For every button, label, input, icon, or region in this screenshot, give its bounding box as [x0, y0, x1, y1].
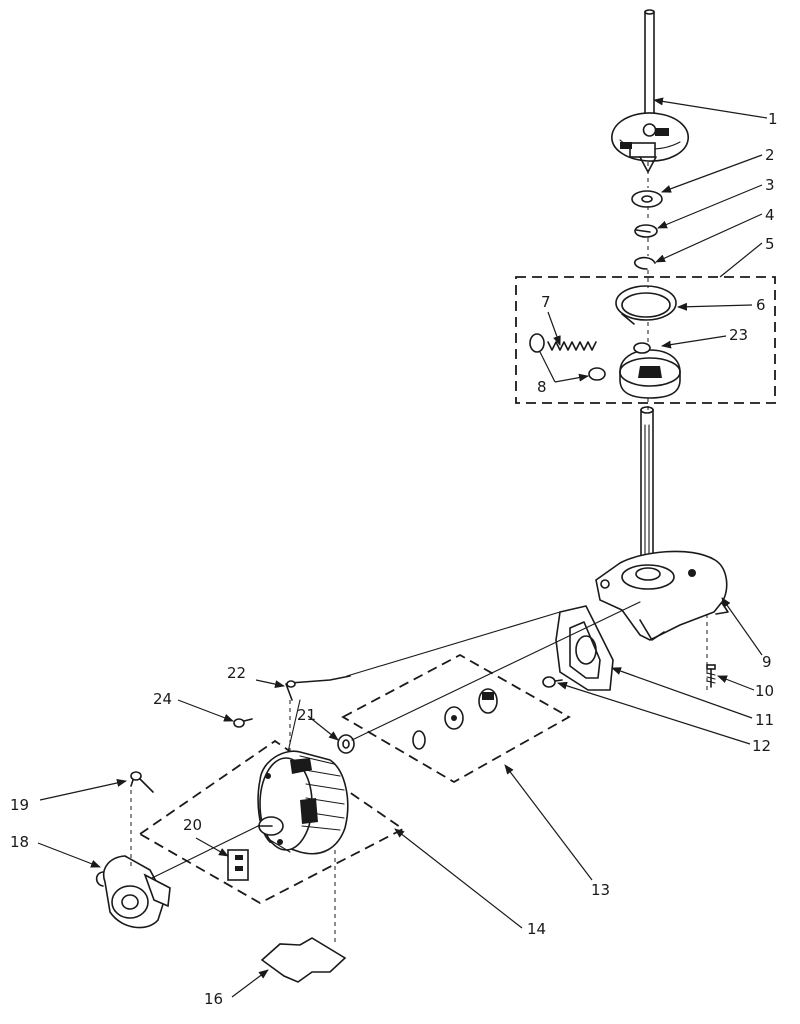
part-nut-cap	[529, 333, 606, 381]
part-bushing	[337, 734, 355, 754]
part-gasket	[555, 605, 614, 691]
part-screw-24	[233, 718, 253, 728]
callout-24: 24	[153, 690, 172, 708]
part-coupling-set	[412, 688, 498, 750]
callout-13: 13	[591, 881, 610, 899]
callout-16: 16	[204, 990, 223, 1008]
leader-lines	[37, 97, 768, 998]
part-motor	[257, 750, 349, 855]
callout-12: 12	[752, 737, 771, 755]
part-lower-shaft	[640, 406, 654, 571]
callout-10: 10	[755, 682, 774, 700]
part-retaining-ring	[634, 224, 658, 238]
assembly-box-13	[341, 653, 571, 784]
callout-8: 8	[537, 378, 547, 396]
callout-3: 3	[765, 176, 775, 194]
callout-22: 22	[227, 664, 246, 682]
part-spring	[547, 341, 597, 351]
callout-18: 18	[10, 833, 29, 851]
part-link-19	[130, 771, 154, 793]
alignment-lines	[130, 162, 708, 945]
callout-9: 9	[762, 653, 772, 671]
part-shaft-hub	[611, 9, 689, 173]
part-washer	[631, 190, 663, 208]
part-clutch-cam	[619, 342, 681, 399]
part-gearcase	[595, 550, 729, 641]
callout-23: 23	[729, 326, 748, 344]
callout-4: 4	[765, 206, 775, 224]
assembly-box-5	[515, 276, 776, 404]
callout-20: 20	[183, 816, 202, 834]
callout-5: 5	[765, 235, 775, 253]
part-bolt-12	[542, 676, 563, 688]
part-pump	[95, 855, 171, 929]
callout-6: 6	[756, 296, 766, 314]
part-brake-ring	[615, 285, 677, 325]
callout-11: 11	[755, 711, 774, 729]
callout-19: 19	[10, 796, 29, 814]
part-link-22	[285, 675, 351, 701]
callout-7: 7	[541, 293, 551, 311]
part-pad	[260, 937, 347, 983]
callout-labels: 1 2 3 4 5 6 7 8 9 10 11 12 13 14 16 18 1…	[10, 110, 778, 1008]
callout-21: 21	[297, 706, 316, 724]
part-clip-ring	[633, 256, 656, 270]
callout-2: 2	[765, 146, 775, 164]
callout-1: 1	[768, 110, 778, 128]
callout-14: 14	[527, 920, 546, 938]
part-clip-20	[227, 849, 249, 881]
part-screw-10	[706, 664, 716, 688]
